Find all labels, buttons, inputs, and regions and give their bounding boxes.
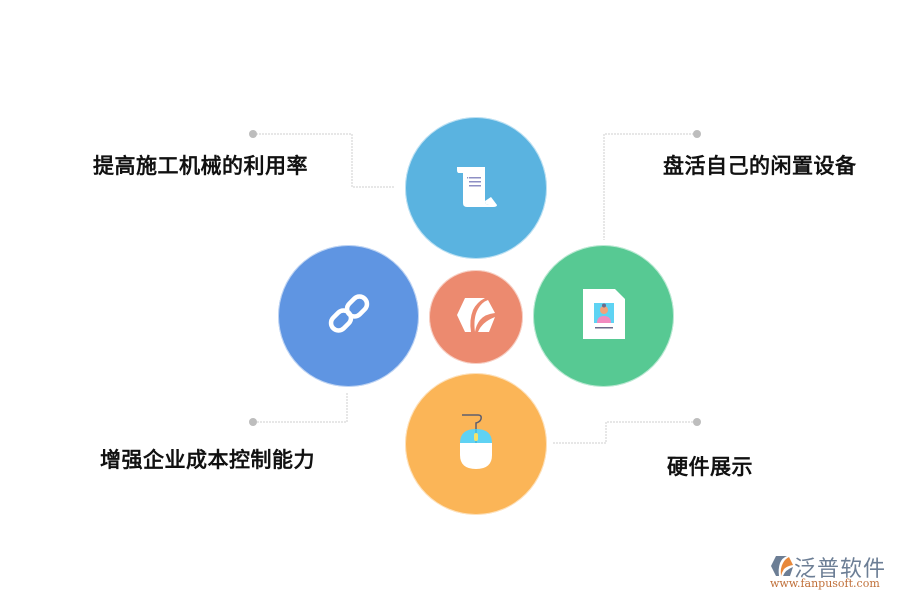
watermark-brand: 泛普软件: [794, 557, 887, 582]
node-right-circle: [533, 245, 674, 387]
connector-dot-top-left: [249, 130, 257, 138]
label-top-right: 盘活自己的闲置设备: [663, 154, 857, 178]
fanpu-logo-mark-icon: [770, 555, 794, 581]
connector-top-left: [253, 133, 395, 188]
node-top-circle: [405, 117, 547, 259]
connector-bottom-left: [253, 393, 348, 423]
computer-mouse-icon: [456, 413, 496, 475]
connector-top-right: [603, 133, 697, 240]
scroll-document-icon: [451, 163, 501, 213]
label-bottom-right: 硬件展示: [667, 455, 753, 479]
label-top-left: 提高施工机械的利用率: [93, 154, 308, 178]
node-bottom-circle: [405, 373, 547, 515]
connector-dot-top-right: [693, 130, 701, 138]
fanpu-watermark: 泛普软件 www.fanpusoft.com: [768, 553, 892, 593]
center-brand-circle: [429, 270, 523, 364]
label-bottom-left: 增强企业成本控制能力: [100, 448, 315, 472]
connector-dot-bottom-left: [249, 418, 257, 426]
connector-bottom-right: [553, 421, 697, 444]
connector-dot-bottom-right: [693, 418, 701, 426]
fanpu-logo-icon: [455, 296, 497, 338]
id-card-file-icon: [581, 287, 627, 345]
chain-link-icon: [324, 289, 374, 343]
node-left-circle: [278, 245, 419, 387]
watermark-url: www.fanpusoft.com: [770, 577, 880, 590]
